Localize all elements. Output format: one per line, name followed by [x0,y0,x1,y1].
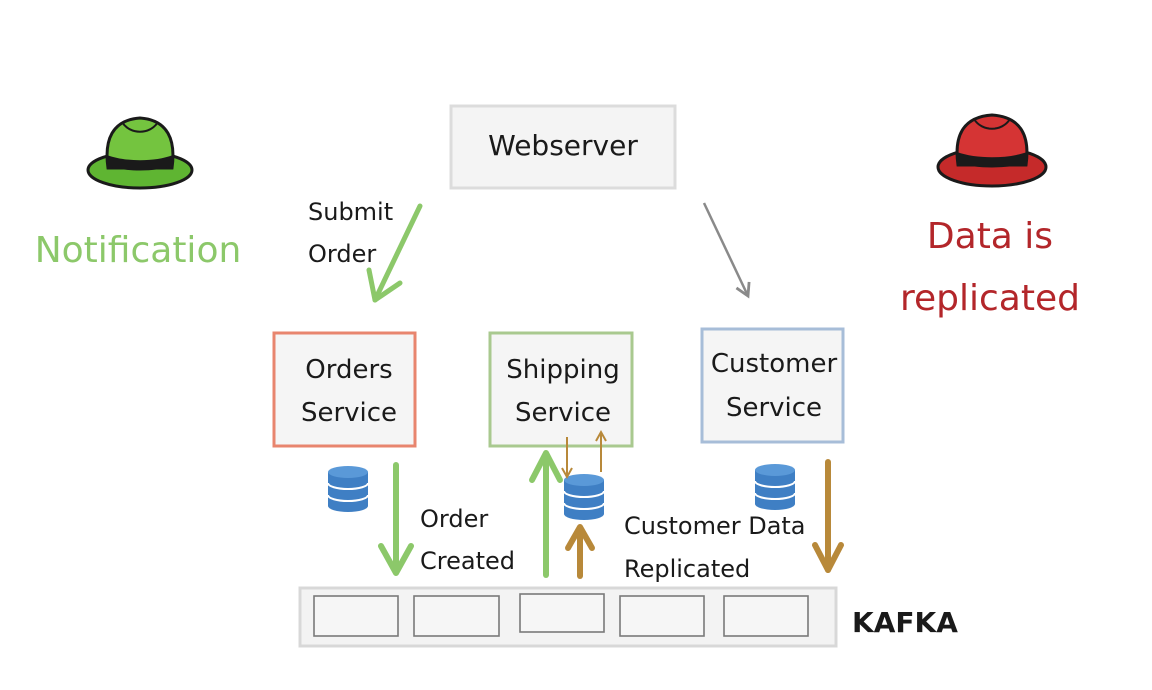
customer-service-line-2: Service [726,393,822,423]
customer-service-line-1: Customer [711,349,838,379]
customer-data-line-2: Replicated [624,555,750,583]
submit-order-line-2: Order [308,240,376,268]
database-icon [754,464,796,510]
shipping-service-line-2: Service [515,398,611,428]
kafka-partition [519,593,605,633]
orders-service-box: Orders Service [272,331,417,448]
order-created-arrow [378,462,414,576]
webserver-label: Webserver [488,129,638,162]
webserver-to-customer-arrow [702,202,751,299]
shipping-service-box: Shipping Service [488,331,634,448]
shipping-service-line-1: Shipping [506,355,619,385]
data-replicated-line-2: replicated [900,278,1080,319]
submit-order-label: Submit Order [308,198,393,268]
database-icon [563,474,605,520]
red-hat-icon [936,113,1048,188]
kafka-to-shipping-arrow [529,450,563,578]
kafka-log [298,586,838,648]
kafka-label: KAFKA [852,606,958,639]
orders-service-line-2: Service [301,398,397,428]
shipping-db-write-arrow [595,429,607,472]
green-hat-icon [86,116,194,190]
customer-data-line-1: Customer Data [624,512,806,540]
data-replicated-label: Data is replicated [900,216,1080,319]
submit-order-line-1: Submit [308,198,393,226]
orders-service-line-1: Orders [305,355,392,385]
customer-service-box: Customer Service [700,327,845,444]
webserver-box: Webserver [449,104,677,190]
shipping-db-read-arrow [561,437,573,480]
kafka-partition [413,595,500,637]
order-created-line-1: Order [420,505,488,533]
database-icon [327,466,369,512]
customer-data-replicated-label: Customer Data Replicated [624,512,806,583]
kafka-partition [313,595,399,637]
data-replicated-line-1: Data is [927,216,1053,257]
order-created-label: Order Created [420,505,515,575]
kafka-partition [723,595,809,637]
submit-order-arrow [366,203,423,303]
replication-to-db-arrow [565,524,595,579]
notification-label: Notification [35,230,242,271]
order-created-line-2: Created [420,547,515,575]
customer-data-arrow [812,459,844,573]
kafka-partition [619,595,705,637]
